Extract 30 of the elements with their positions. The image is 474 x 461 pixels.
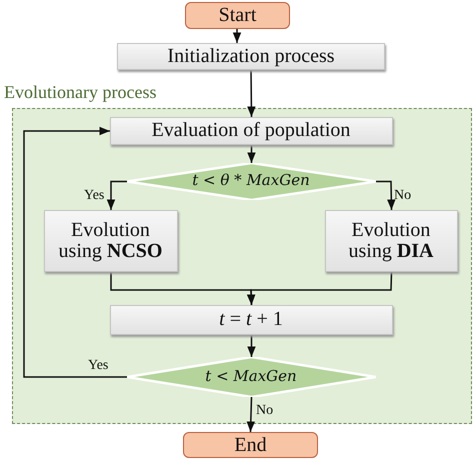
arrow — [106, 180, 127, 210]
condition-text: t < MaxGen — [205, 368, 297, 384]
process-box — [44, 210, 178, 272]
node-text: Start — [218, 5, 256, 26]
arrow — [23, 126, 127, 378]
process-box — [110, 116, 392, 144]
node-text: Initialization process — [167, 46, 335, 67]
group-heading: Evolutionary process — [4, 82, 156, 103]
edge-label: Yes — [84, 188, 104, 204]
terminal-box — [185, 2, 290, 29]
arrow — [232, 29, 242, 43]
process-box — [324, 210, 458, 272]
node-text: Evolution using DIA — [347, 220, 434, 262]
node-text: End — [234, 434, 267, 456]
condition-text: t < θ * MaxGen — [192, 173, 310, 189]
node-text: t = t + 1 — [219, 309, 283, 330]
edge-label: No — [256, 403, 274, 419]
arrow — [247, 145, 256, 163]
terminal-box — [183, 432, 318, 458]
arrow — [246, 272, 392, 306]
arrow — [247, 335, 256, 357]
arrow — [247, 70, 256, 117]
node-text: Evolution using NCSO — [58, 220, 164, 262]
edge-label: No — [394, 188, 412, 204]
edge-label: Yes — [88, 358, 108, 374]
node-text: Evaluation of population — [152, 120, 350, 141]
arrow — [376, 180, 396, 210]
process-box — [110, 304, 392, 334]
arrow — [246, 396, 255, 432]
process-box — [117, 43, 385, 70]
